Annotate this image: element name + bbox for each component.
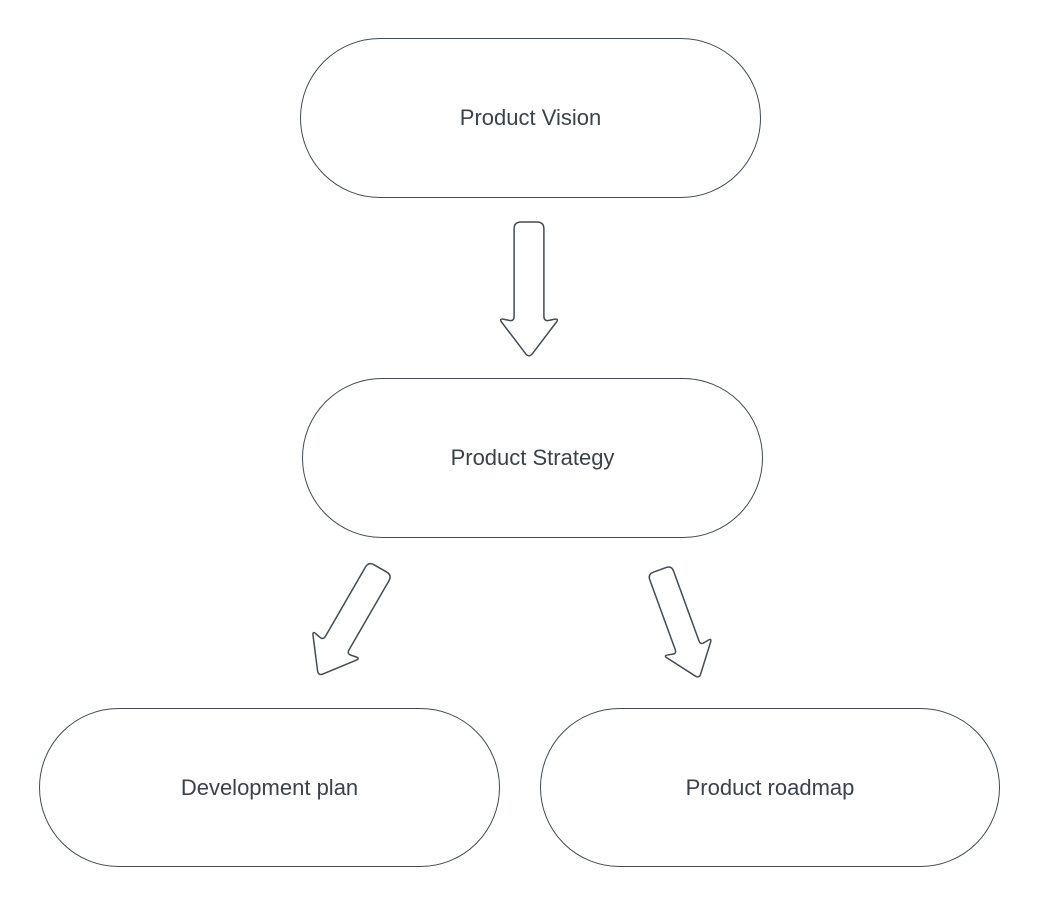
node-product-roadmap-label: Product roadmap [685, 774, 855, 800]
node-product-vision-label: Product Vision [459, 105, 602, 131]
node-product-strategy-label: Product Strategy [450, 445, 615, 471]
arrow-down-right-icon[interactable] [631, 553, 726, 694]
node-development-plan[interactable]: Development plan [39, 708, 500, 867]
node-development-plan-label: Development plan [180, 774, 359, 800]
node-product-roadmap[interactable]: Product roadmap [540, 708, 1000, 867]
arrow-down-icon[interactable] [497, 219, 561, 358]
node-product-vision[interactable]: Product Vision [300, 38, 761, 198]
arrow-down-left-icon[interactable] [292, 549, 408, 692]
node-product-strategy[interactable]: Product Strategy [302, 378, 763, 538]
